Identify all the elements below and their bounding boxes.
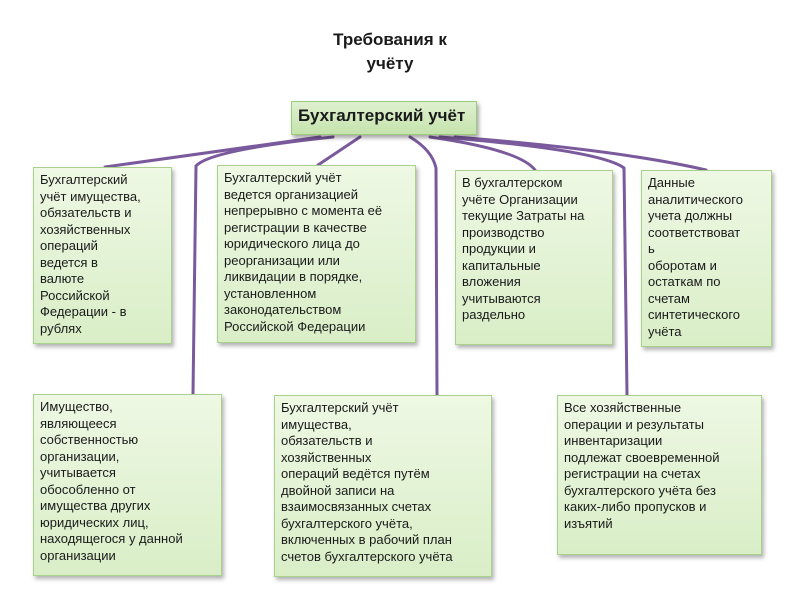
node-timely-registration: Все хозяйственные операции и результаты …	[557, 395, 762, 555]
connector-line	[408, 135, 439, 397]
node-continuous-accounting: Бухгалтерский учёт ведется организацией …	[217, 165, 416, 343]
connector-line	[191, 135, 335, 396]
node-separate-property: Имущество, являющееся собственностью орг…	[33, 394, 222, 576]
node-analytical-synthetic: Данные аналитического учета должны соотв…	[641, 170, 772, 347]
node-separate-costs: В бухгалтерском учёте Организации текущи…	[455, 170, 613, 345]
diagram-title: Требования к учёту	[333, 30, 447, 73]
connector-line	[316, 135, 362, 167]
node-currency-rubles: Бухгалтерский учёт имущества, обязательс…	[33, 167, 172, 344]
node-double-entry: Бухгалтерский учёт имущества, обязательс…	[274, 395, 492, 577]
connector-line	[428, 135, 537, 172]
connector-line	[453, 135, 708, 172]
root-node: Бухгалтерский учёт	[291, 101, 477, 135]
